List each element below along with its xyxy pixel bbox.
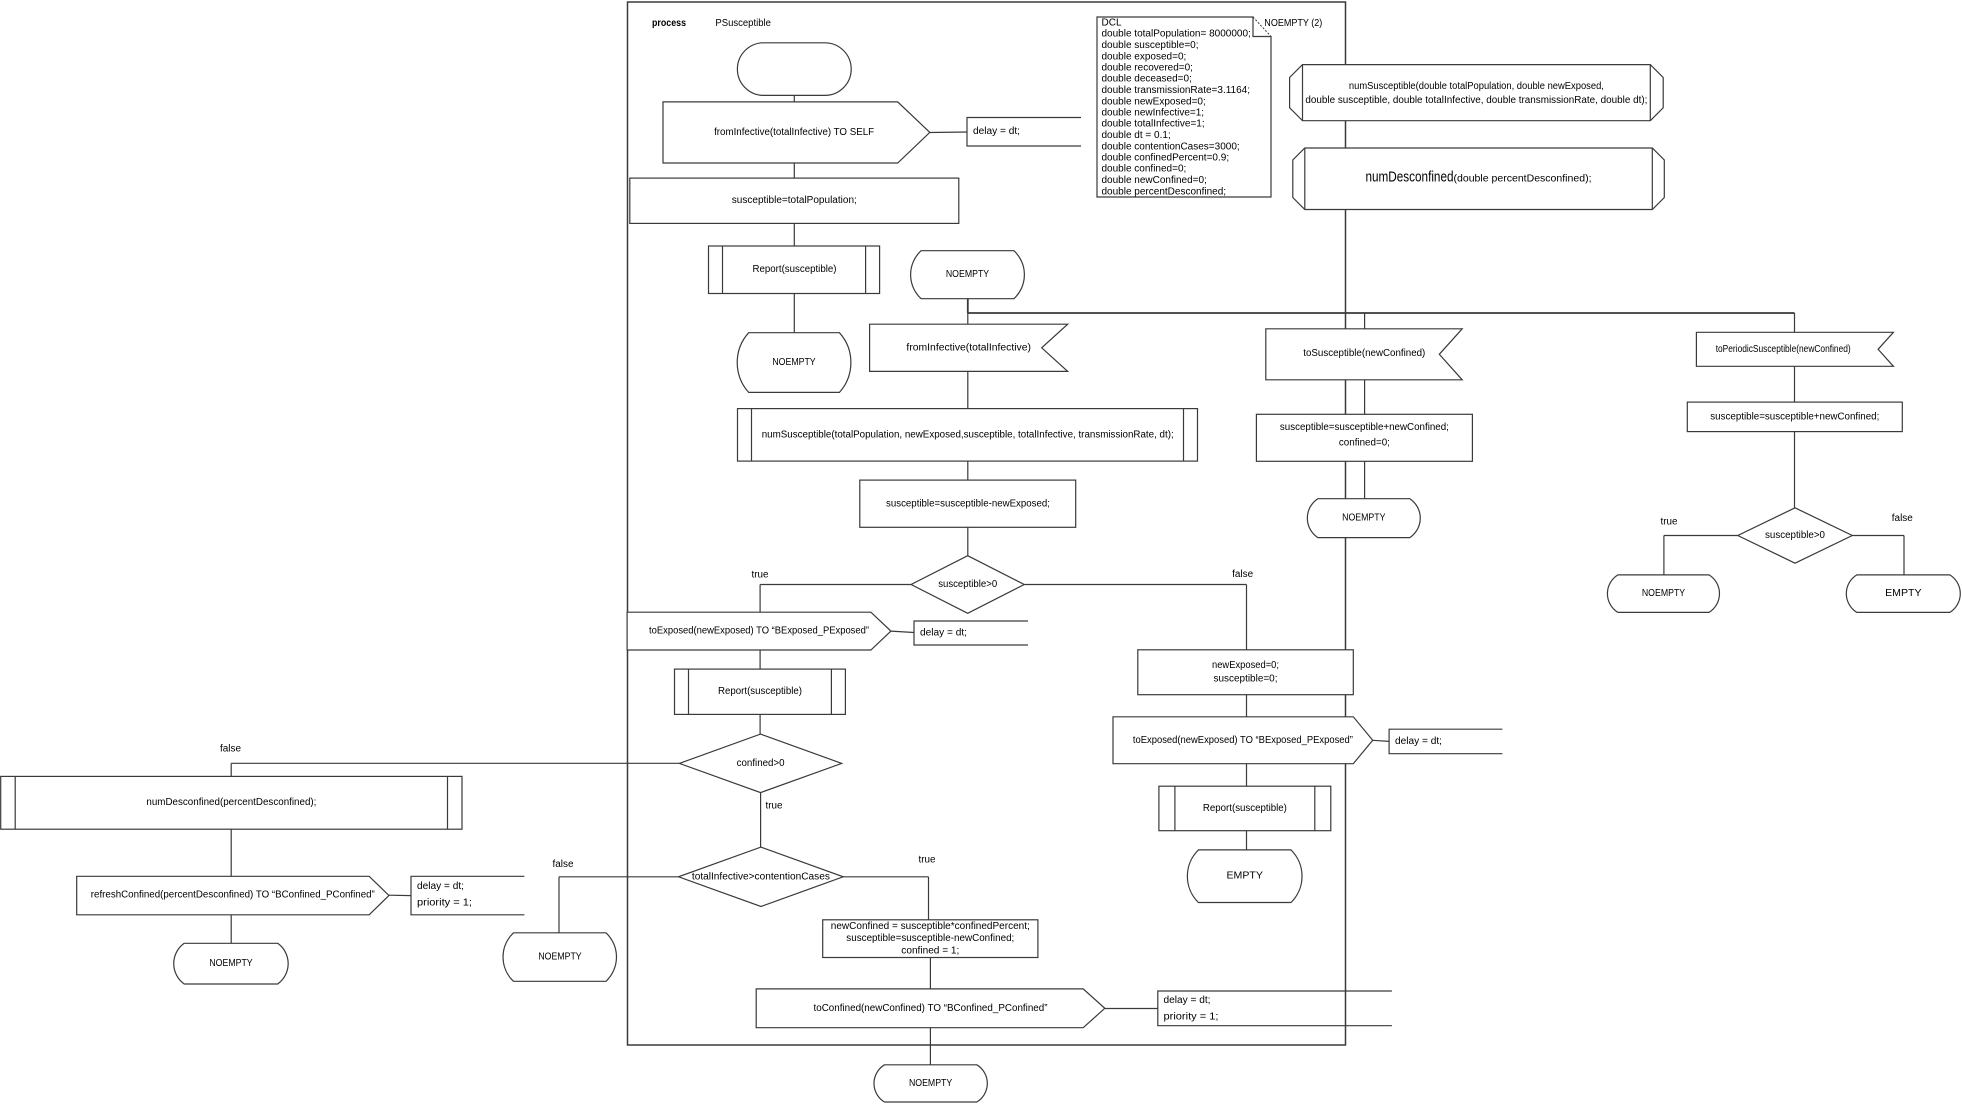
- svg-text:false: false: [220, 743, 241, 754]
- svg-text:NOEMPTY: NOEMPTY: [946, 269, 990, 280]
- svg-text:(double percentDesconfined);: (double percentDesconfined);: [1454, 174, 1592, 185]
- svg-text:Report(susceptible): Report(susceptible): [753, 264, 837, 275]
- svg-text:toSusceptible(newConfined): toSusceptible(newConfined): [1303, 348, 1425, 359]
- svg-text:numSusceptible(double totalPop: numSusceptible(double totalPopulation, d…: [1349, 81, 1604, 92]
- svg-text:NOEMPTY: NOEMPTY: [909, 1078, 953, 1089]
- svg-text:double susceptible=0;: double susceptible=0;: [1102, 40, 1199, 51]
- svg-text:toPeriodicSusceptible(newConfi: toPeriodicSusceptible(newConfined): [1716, 344, 1851, 355]
- svg-text:EMPTY: EMPTY: [1885, 588, 1922, 599]
- svg-text:priority = 1;: priority = 1;: [1164, 1011, 1219, 1022]
- svg-text:double susceptible, double tot: double susceptible, double totalInfectiv…: [1305, 95, 1647, 106]
- svg-text:susceptible=totalPopulation;: susceptible=totalPopulation;: [732, 195, 857, 206]
- svg-text:double recovered=0;: double recovered=0;: [1102, 63, 1193, 74]
- svg-text:NOEMPTY: NOEMPTY: [772, 357, 816, 368]
- svg-text:Report(susceptible): Report(susceptible): [718, 686, 802, 697]
- svg-text:true: true: [919, 855, 936, 866]
- svg-text:confined>0: confined>0: [737, 758, 785, 769]
- svg-text:susceptible=susceptible-newCon: susceptible=susceptible-newConfined;: [846, 933, 1014, 944]
- svg-text:true: true: [752, 569, 769, 580]
- svg-text:totalInfective>contentionCases: totalInfective>contentionCases: [692, 871, 830, 882]
- svg-text:false: false: [553, 859, 574, 870]
- svg-text:delay = dt;: delay = dt;: [920, 627, 967, 638]
- svg-text:double totalPopulation= 800000: double totalPopulation= 8000000;: [1102, 29, 1251, 40]
- svg-text:double newConfined=0;: double newConfined=0;: [1102, 175, 1207, 186]
- svg-text:numSusceptible(totalPopulation: numSusceptible(totalPopulation, newExpos…: [762, 429, 1174, 440]
- svg-text:toExposed(newExposed) TO “BExp: toExposed(newExposed) TO “BExposed_PExpo…: [649, 626, 869, 637]
- svg-text:double confined=0;: double confined=0;: [1102, 164, 1187, 175]
- svg-text:susceptible=susceptible+newCon: susceptible=susceptible+newConfined;: [1710, 411, 1879, 422]
- svg-text:false: false: [1232, 569, 1253, 580]
- svg-text:NOEMPTY: NOEMPTY: [1642, 588, 1686, 599]
- svg-text:susceptible=0;: susceptible=0;: [1214, 674, 1278, 685]
- svg-text:Report(susceptible): Report(susceptible): [1203, 803, 1287, 814]
- svg-text:NOEMPTY: NOEMPTY: [209, 958, 253, 969]
- svg-text:process: process: [652, 18, 686, 29]
- svg-text:susceptible=susceptible-newExp: susceptible=susceptible-newExposed;: [886, 499, 1050, 510]
- svg-text:NOEMPTY: NOEMPTY: [1342, 513, 1386, 524]
- svg-text:double contentionCases=3000;: double contentionCases=3000;: [1102, 141, 1240, 152]
- svg-text:toExposed(newExposed) TO “BExp: toExposed(newExposed) TO “BExposed_PExpo…: [1133, 735, 1353, 746]
- svg-text:EMPTY: EMPTY: [1227, 871, 1264, 882]
- svg-text:double exposed=0;: double exposed=0;: [1102, 51, 1187, 62]
- svg-text:toConfined(newConfined) TO “BC: toConfined(newConfined) TO “BConfined_PC…: [814, 1003, 1048, 1014]
- svg-text:numDesconfined: numDesconfined: [1366, 169, 1454, 186]
- svg-text:priority = 1;: priority = 1;: [417, 898, 472, 909]
- svg-text:true: true: [766, 801, 783, 812]
- svg-text:double deceased=0;: double deceased=0;: [1102, 74, 1192, 85]
- svg-text:confined = 1;: confined = 1;: [901, 945, 959, 956]
- svg-text:fromInfective(totalInfective): fromInfective(totalInfective): [906, 343, 1031, 354]
- svg-text:NOEMPTY: NOEMPTY: [538, 951, 582, 962]
- svg-text:confined=0;: confined=0;: [1339, 437, 1390, 448]
- svg-text:false: false: [1892, 513, 1913, 524]
- svg-text:PSusceptible: PSusceptible: [715, 18, 771, 29]
- svg-text:DCL: DCL: [1102, 18, 1122, 29]
- svg-text:double totalInfective=1;: double totalInfective=1;: [1102, 119, 1205, 130]
- svg-text:refreshConfined(percentDesconf: refreshConfined(percentDesconfined) TO “…: [91, 890, 375, 901]
- svg-text:true: true: [1661, 516, 1678, 527]
- svg-text:newConfined = susceptible*conf: newConfined = susceptible*confinedPercen…: [831, 921, 1030, 932]
- svg-text:delay = dt;: delay = dt;: [417, 881, 464, 892]
- svg-text:fromInfective(totalInfective): fromInfective(totalInfective) TO SELF: [714, 127, 874, 138]
- svg-text:double dt = 0.1;: double dt = 0.1;: [1102, 130, 1171, 141]
- svg-text:double newExposed=0;: double newExposed=0;: [1102, 96, 1206, 107]
- svg-text:susceptible=susceptible+newCon: susceptible=susceptible+newConfined;: [1280, 422, 1449, 433]
- svg-text:susceptible>0: susceptible>0: [1765, 530, 1825, 541]
- svg-text:double percentDesconfined;: double percentDesconfined;: [1102, 186, 1227, 197]
- svg-text:double newInfective=1;: double newInfective=1;: [1102, 108, 1205, 119]
- svg-text:numDesconfined(percentDesconfi: numDesconfined(percentDesconfined);: [146, 797, 316, 808]
- svg-text:newExposed=0;: newExposed=0;: [1212, 660, 1279, 671]
- svg-text:delay = dt;: delay = dt;: [1395, 736, 1442, 747]
- svg-text:double confinedPercent=0.9;: double confinedPercent=0.9;: [1102, 153, 1230, 164]
- svg-text:delay = dt;: delay = dt;: [1164, 995, 1211, 1006]
- svg-text:delay = dt;: delay = dt;: [973, 126, 1020, 137]
- svg-text:NOEMPTY (2): NOEMPTY (2): [1264, 18, 1322, 29]
- svg-text:double transmissionRate=3.1164: double transmissionRate=3.1164;: [1102, 85, 1251, 96]
- svg-text:susceptible>0: susceptible>0: [938, 579, 997, 590]
